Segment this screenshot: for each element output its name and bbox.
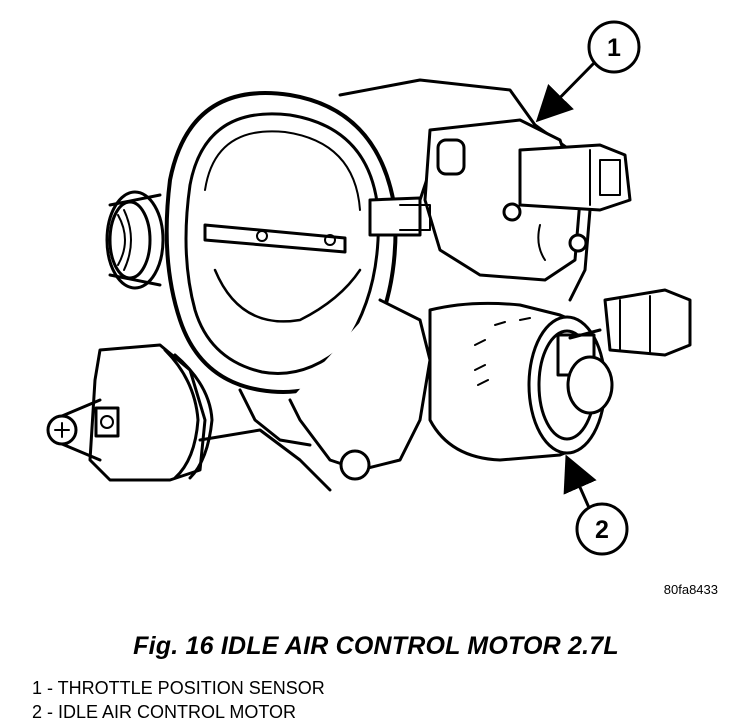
callout-1: 1 xyxy=(587,20,641,74)
callout-2: 2 xyxy=(575,502,629,556)
drawing-id: 80fa8433 xyxy=(663,582,718,597)
throttle-lever xyxy=(46,343,332,492)
callout-1-leader xyxy=(535,60,597,123)
figure-caption: Fig. 16 IDLE AIR CONTROL MOTOR 2.7L xyxy=(133,632,619,660)
legend-item-1: 1 - THROTTLE POSITION SENSOR xyxy=(32,678,325,698)
throttle-lever-pulley xyxy=(105,190,165,290)
callout-1-label: 1 xyxy=(607,34,621,62)
idle-air-control-motor xyxy=(428,288,692,462)
legend-item-2: 2 - IDLE AIR CONTROL MOTOR xyxy=(32,702,297,722)
throttle-position-sensor xyxy=(368,118,632,282)
throttle-bore xyxy=(164,91,398,394)
legend: 1 - THROTTLE POSITION SENSOR 2 - IDLE AI… xyxy=(32,676,325,724)
callout-2-leader xyxy=(563,454,597,512)
throttle-body-illustration: 1 2 xyxy=(46,20,692,556)
callout-2-label: 2 xyxy=(595,516,609,544)
